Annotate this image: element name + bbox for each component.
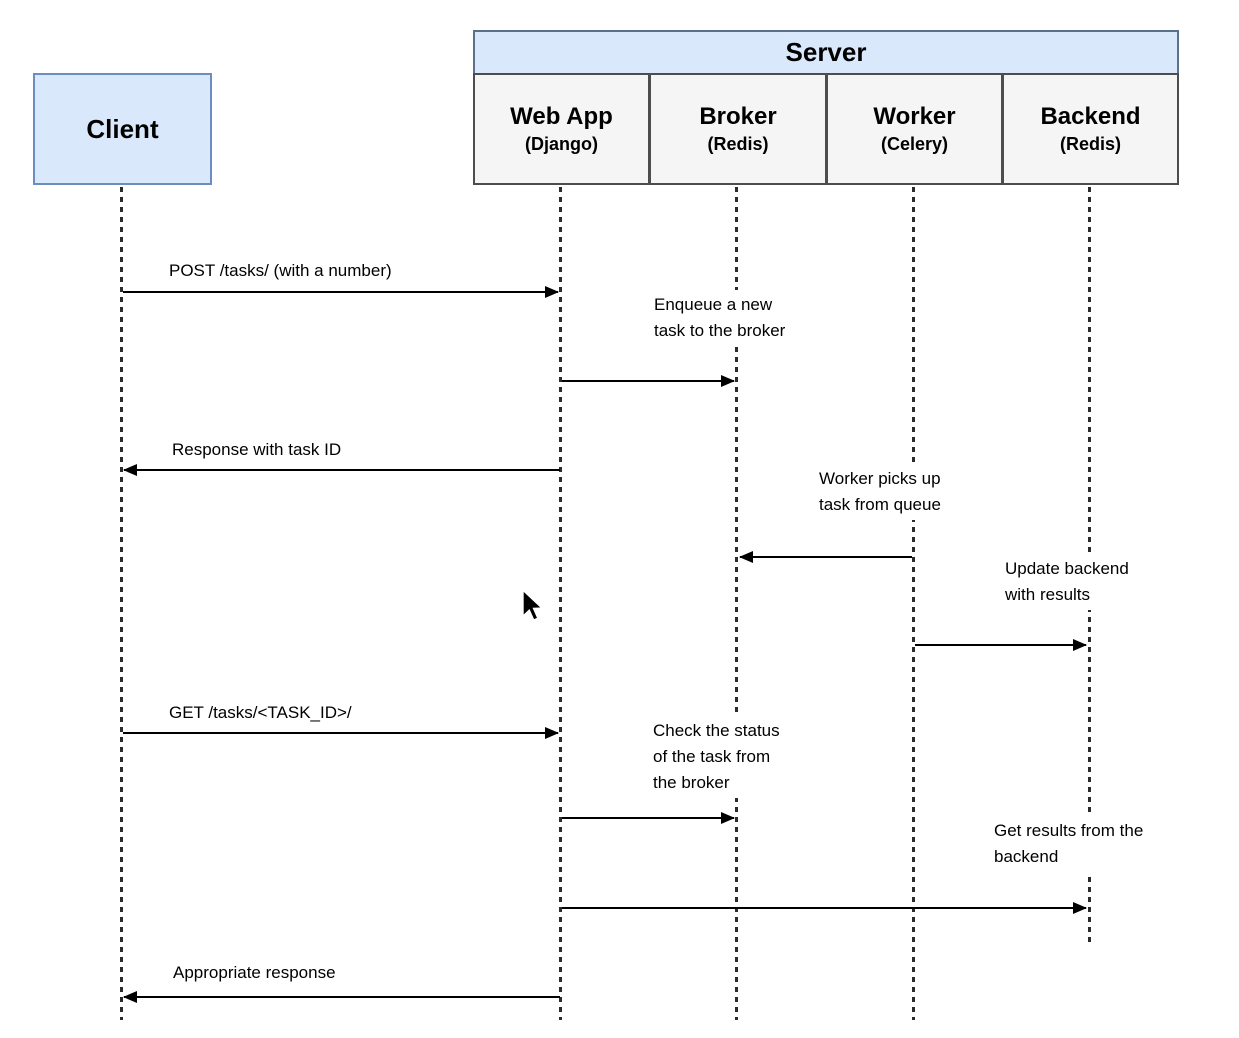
msg-label-get-results: Get results from the backend	[989, 816, 1149, 872]
participant-label-worker: Worker	[873, 103, 956, 130]
lifeline-client	[120, 187, 123, 1020]
msg-label-response-task-id: Response with task ID	[167, 435, 347, 465]
msg-label-check-status: Check the status of the task from the br…	[648, 716, 785, 798]
msg-label-worker-picks-up: Worker picks up task from queue	[814, 464, 946, 520]
msg-label-post-tasks: POST /tasks/ (with a number)	[164, 256, 397, 286]
participant-box-webapp: Web App (Django)	[473, 73, 650, 185]
participant-label-webapp: Web App	[510, 103, 613, 130]
server-group-header: Server	[473, 30, 1179, 75]
participant-label-broker: Broker	[699, 103, 777, 130]
msg-label-enqueue-task: Enqueue a new task to the broker	[649, 290, 791, 346]
msg-label-appropriate-response: Appropriate response	[168, 958, 341, 988]
msg-label-update-backend: Update backend with results	[1000, 554, 1134, 610]
lifeline-broker	[735, 187, 738, 1020]
participant-label-backend: Backend	[1040, 103, 1141, 130]
participant-box-backend: Backend (Redis)	[1002, 73, 1179, 185]
actor-label-client: Client	[86, 113, 159, 144]
participant-box-worker: Worker (Celery)	[826, 73, 1003, 185]
msg-label-get-task-status: GET /tasks/<TASK_ID>/	[164, 698, 357, 728]
mouse-cursor-icon	[521, 588, 546, 622]
participant-sublabel-worker: (Celery)	[880, 134, 949, 154]
participant-sublabel-backend: (Redis)	[1059, 134, 1121, 154]
lifeline-worker	[912, 187, 915, 1020]
participant-sublabel-broker: (Redis)	[707, 134, 769, 154]
server-group-label: Server	[785, 37, 867, 67]
participant-box-broker: Broker (Redis)	[649, 73, 827, 185]
actor-box-client: Client	[33, 73, 212, 185]
participant-sublabel-webapp: (Django)	[525, 134, 598, 154]
lifeline-webapp	[559, 187, 562, 1020]
